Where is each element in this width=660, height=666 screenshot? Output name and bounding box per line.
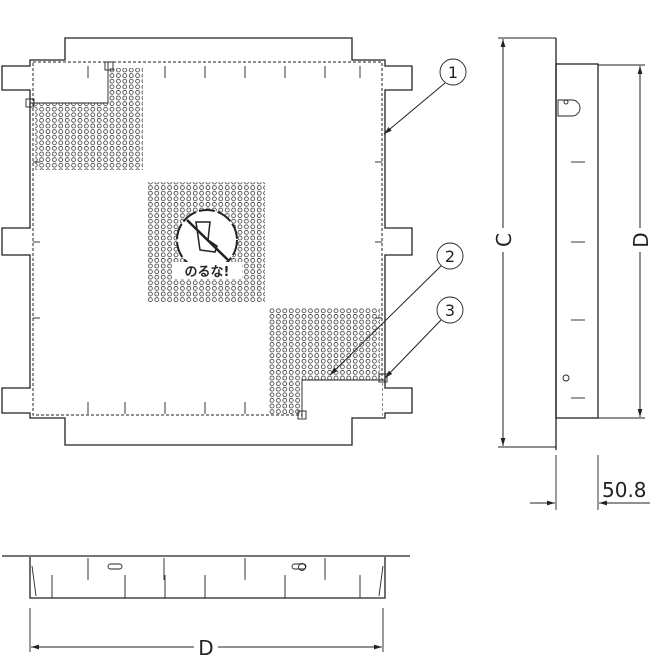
callout-3: 3 <box>384 296 464 379</box>
dimension-D-side: D <box>598 64 653 419</box>
callout-1: 1 <box>383 58 467 135</box>
no-stepping-text: のるな! <box>185 265 230 280</box>
dimension-C: C <box>492 37 556 448</box>
dimension-thickness: 50.8 <box>530 455 650 510</box>
plate-outline <box>1 37 413 446</box>
dimension-D-bottom: D <box>29 608 384 660</box>
svg-text:3: 3 <box>445 301 455 320</box>
side-view: C D 50.8 <box>492 37 653 510</box>
svg-text:1: 1 <box>448 63 458 82</box>
access-cover-edge-bottom <box>301 379 385 418</box>
slots <box>33 66 382 414</box>
callout-2: 2 <box>329 242 464 376</box>
bolt-icons <box>25 61 388 420</box>
svg-text:2: 2 <box>445 247 455 266</box>
inner-dashed-border <box>32 61 383 416</box>
svg-text:50.8: 50.8 <box>602 478 647 502</box>
plan-view: のるな! 1 2 3 <box>1 37 467 446</box>
front-view: D <box>2 555 410 660</box>
svg-text:C: C <box>492 233 516 247</box>
svg-text:D: D <box>198 636 213 660</box>
svg-text:D: D <box>629 232 653 247</box>
access-cover-edge-top <box>30 62 109 104</box>
